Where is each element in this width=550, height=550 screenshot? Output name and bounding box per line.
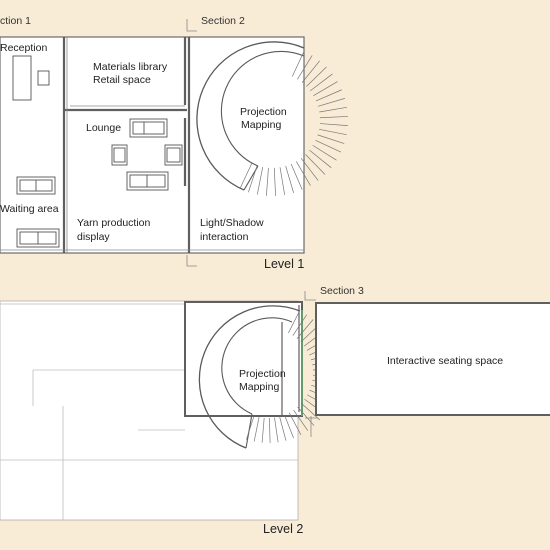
level-1-spiral-stair [196, 41, 348, 196]
level-2-label: Level 2 [263, 522, 304, 536]
section-2-label: Section 2 [201, 15, 245, 27]
section-markers-level-1 [186, 19, 197, 267]
stair-tread [317, 98, 345, 107]
stair-tread [285, 165, 294, 193]
stair-outer-l2 [198, 305, 301, 449]
stair-tread [313, 81, 338, 97]
reception-desk [12, 55, 32, 101]
stair-tread [319, 123, 348, 126]
stair-tread [293, 409, 309, 431]
stair-tread [248, 165, 258, 193]
stair-tread [300, 157, 319, 181]
stair-tread [319, 106, 347, 113]
stair-tread [288, 412, 302, 435]
stair-tread [274, 417, 279, 443]
room-label-interactive-seating: Interactive seating space [387, 355, 504, 367]
stair-tread [295, 161, 311, 186]
stair-tread [288, 310, 301, 334]
stair-tread [292, 314, 308, 336]
stair-tread [279, 416, 287, 441]
room-label-reception: Reception [0, 42, 48, 54]
level-2-faint-lines [0, 303, 298, 520]
stair-tread [317, 134, 345, 144]
room-label-projection-l2: Projection [239, 368, 286, 380]
section-1-label: ction 1 [0, 15, 31, 27]
stair-tread [256, 167, 264, 195]
stair-tread [261, 417, 265, 443]
stair-tread [266, 167, 269, 196]
stair-tread [305, 154, 326, 175]
stair-tread [309, 73, 333, 92]
section-markers-level-2 [304, 291, 318, 437]
stair-tread [315, 89, 342, 102]
room-label-retail-space: Retail space [93, 74, 151, 86]
level-2-plan [0, 291, 550, 521]
stair-tread [312, 145, 337, 161]
stair-tread [291, 50, 305, 77]
stair-tread [239, 163, 253, 190]
room-label-lounge: Lounge [86, 122, 122, 134]
level-1-label: Level 1 [264, 257, 305, 271]
section-3-label: Section 3 [320, 285, 364, 297]
room-label-waiting-area: Waiting area [0, 203, 59, 215]
level-1-floor [0, 36, 305, 254]
room-label-display: display [77, 231, 110, 243]
stair-tread [269, 417, 271, 443]
stair-inner-l1 [220, 50, 305, 167]
stair-tread [246, 415, 255, 440]
stair-tread [284, 414, 294, 439]
level-2-spiral-stair [198, 305, 338, 449]
room-label-projection-l1: Projection [240, 106, 287, 118]
stair-tread [301, 402, 321, 421]
stair-tread [290, 163, 303, 190]
stair-tread [279, 167, 286, 195]
interactive-seating-room [315, 302, 550, 416]
reception-furniture [12, 55, 50, 101]
stair-tread [253, 417, 260, 442]
stair-tread [296, 319, 314, 339]
stair-inner-l2 [221, 317, 293, 415]
stair-tread [315, 139, 342, 153]
level-1-thin-walls [0, 37, 304, 253]
room-label-light-shadow: Light/Shadow [200, 217, 264, 229]
room-label-yarn-production: Yarn production [77, 217, 151, 229]
reception-chair [37, 70, 50, 86]
stair-tread [309, 149, 332, 168]
waiting-furniture [16, 176, 60, 248]
room-label-mapping-l1: Mapping [241, 119, 282, 131]
stair-tread [306, 66, 327, 87]
stair-tread [319, 128, 347, 136]
level-1-plan [0, 19, 348, 267]
room-label-materials-library: Materials library [93, 61, 168, 73]
stair-outer-l1 [196, 41, 305, 191]
level-2-inner-walls [281, 305, 300, 416]
room-label-mapping-l2: Mapping [239, 381, 280, 393]
stair-tread [301, 60, 320, 83]
lounge-furniture [111, 118, 183, 191]
level-1-walls [62, 37, 191, 253]
stair-tread [319, 116, 348, 119]
stair-tread [273, 167, 276, 196]
stair-tread [297, 55, 313, 80]
room-label-interaction: interaction [200, 231, 249, 243]
